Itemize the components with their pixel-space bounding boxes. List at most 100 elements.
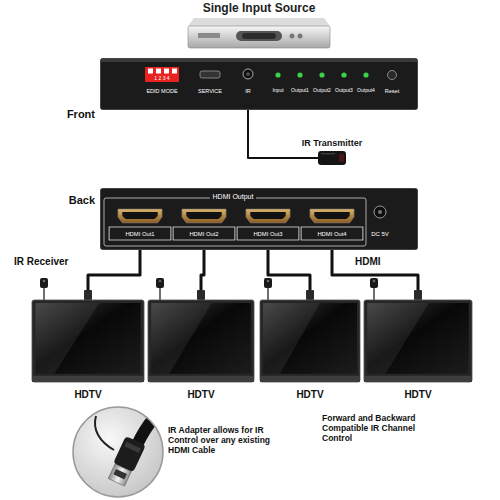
led-label: Output2 <box>313 88 331 94</box>
tv-drawing <box>148 300 254 382</box>
back-panel: BackHDMI Out1HDMI Out2HDMI Out3HDMI Out4 <box>100 188 418 250</box>
graphic-part <box>374 206 386 218</box>
node-label: HDTV <box>187 389 214 401</box>
graphic-part <box>101 59 417 62</box>
graphic-part <box>156 278 164 288</box>
button-label: Reset <box>385 88 399 94</box>
ir-jack: IR <box>240 64 256 100</box>
graphic-part <box>95 398 172 487</box>
graphic-part <box>246 72 250 76</box>
tv-drawing <box>32 300 144 382</box>
input-source-device: Single Input Source <box>188 18 330 48</box>
graphic-part <box>367 303 469 374</box>
hdmi-output-port: HDMI Out2 <box>172 208 236 242</box>
graphic-part <box>35 303 140 374</box>
graphic-part <box>198 33 220 38</box>
part-label: IR Receiver <box>14 256 104 268</box>
tx-drawing <box>318 150 346 166</box>
ir-transmitter: IR Transmitter <box>318 150 346 166</box>
ir-adapter-zoom <box>73 398 172 497</box>
node-label: HDTV <box>404 389 431 401</box>
graphic-part <box>159 280 162 283</box>
graphic-part <box>364 300 472 382</box>
node-label: HDMI Out2 <box>172 228 236 240</box>
graphic-part <box>263 303 320 374</box>
graphic-part <box>267 280 270 283</box>
graphic-part <box>373 280 376 283</box>
graphic-part <box>297 72 302 77</box>
graphic-part <box>260 300 360 382</box>
hdmi-plug <box>197 290 205 300</box>
graphic-part <box>364 376 472 382</box>
graphic-part <box>267 288 268 300</box>
node-label: HDTV <box>296 389 323 401</box>
graphic-part <box>73 407 163 497</box>
graphic-part <box>95 416 114 450</box>
tv-drawing <box>260 300 360 382</box>
hdmi-cable <box>268 242 310 300</box>
graphic-part <box>151 303 211 374</box>
graphic-part <box>32 376 144 382</box>
jack-drawing <box>240 64 256 100</box>
node-label: Single Input Source <box>203 2 316 16</box>
graphic-part <box>188 26 330 48</box>
graphic-part <box>164 69 169 74</box>
hdmi-output-port: HDMI Out3 <box>236 208 300 242</box>
graphic-part <box>388 71 397 80</box>
graphic-part <box>243 69 253 79</box>
graphic-part <box>367 303 429 374</box>
hdmi-cable <box>88 242 140 300</box>
graphic-part <box>73 407 163 497</box>
graphic-part <box>314 212 349 219</box>
graphic-part <box>310 209 354 223</box>
port-label: SERVICE <box>198 88 222 94</box>
graphic-part <box>101 189 418 250</box>
graphic-part <box>43 280 46 283</box>
graphic-part <box>40 278 48 288</box>
graphic-part <box>145 67 179 82</box>
graphic-part <box>43 288 44 300</box>
graphic-part <box>264 278 272 288</box>
graphic-part <box>188 18 330 26</box>
graphic-part <box>321 153 335 155</box>
graphic-part <box>124 442 141 453</box>
led-label: Input <box>272 88 283 94</box>
tv-drawing <box>364 300 472 382</box>
feature-note: Forward and Backward Compatible IR Chann… <box>322 414 422 443</box>
node-label: HDMI Out1 <box>108 228 172 240</box>
graphic-part <box>148 376 254 382</box>
front-panel: FrontIR <box>100 58 418 110</box>
node-label: HDMI Out4 <box>300 228 364 240</box>
graphic-part <box>151 303 251 374</box>
graphic-part <box>159 288 160 300</box>
graphic-part <box>298 34 303 39</box>
graphic-part <box>318 151 346 165</box>
graphic-part <box>275 72 280 77</box>
graphic-part <box>122 212 157 219</box>
graphic-part <box>236 31 282 41</box>
ir-receiver-dongles <box>40 278 378 300</box>
graphic-part <box>246 209 290 223</box>
led-label: Output3 <box>335 88 353 94</box>
graphic-part <box>32 300 144 382</box>
hdmi-plug <box>306 290 314 300</box>
graphic-part <box>35 303 99 374</box>
graphic-part <box>263 303 357 374</box>
front-drawing <box>100 58 418 110</box>
cable-label: HDMI <box>355 256 405 268</box>
hdtv: HDTV <box>260 300 360 382</box>
power-label: DC 5V <box>371 231 389 238</box>
graphic-part <box>104 198 366 246</box>
graphic-part <box>200 71 220 78</box>
hdmi-output-port: HDMI Out4 <box>300 208 364 242</box>
hdmi-cable <box>332 242 418 300</box>
graphic-part <box>319 72 324 77</box>
feature-note: IR Adapter allows for IR Control over an… <box>168 426 278 455</box>
graphic-part <box>339 154 344 162</box>
graphic-part <box>186 212 221 219</box>
node-label: Front <box>67 108 95 121</box>
graphic-part <box>101 59 418 110</box>
section-label: HDMI Output <box>210 193 257 201</box>
